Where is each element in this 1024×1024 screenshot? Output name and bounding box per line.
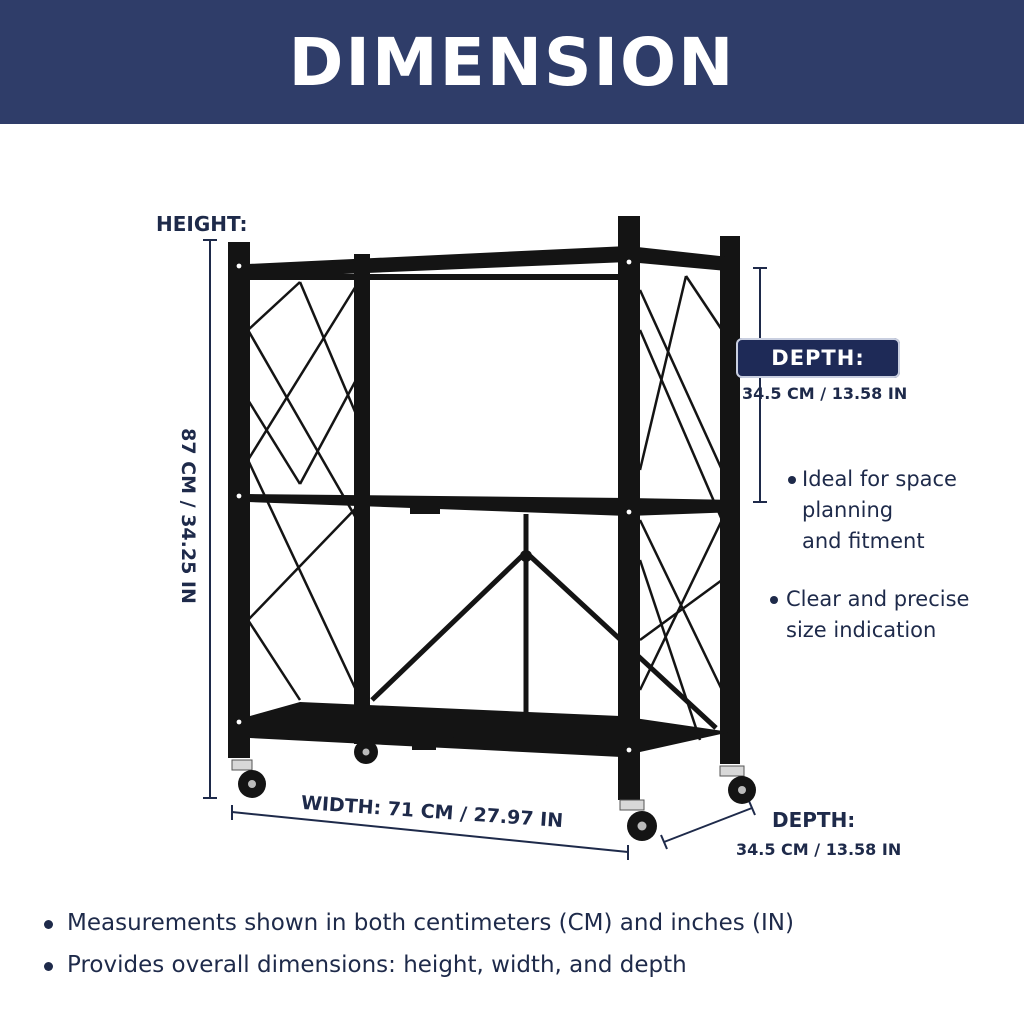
caster-wheels bbox=[231, 740, 756, 841]
bullet-line: and fitment bbox=[802, 529, 925, 553]
bullet-dot bbox=[788, 476, 796, 484]
bullet-dot bbox=[44, 962, 53, 971]
bottom-bullet-list: Measurements shown in both centimeters (… bbox=[40, 906, 1000, 990]
middle-shelf bbox=[248, 494, 738, 516]
height-value: 87 CM / 34.25 IN bbox=[177, 428, 199, 604]
bullet-dot bbox=[770, 596, 778, 604]
side-bullet-space-planning: Ideal for space planning and fitment bbox=[786, 464, 1006, 557]
height-label: HEIGHT: bbox=[156, 212, 248, 236]
bullet-line: Ideal for space bbox=[802, 467, 957, 491]
height-dimension-line bbox=[203, 239, 217, 799]
bullet-text: Provides overall dimensions: height, wid… bbox=[67, 952, 687, 978]
top-shelf bbox=[248, 246, 738, 280]
bullet-line: size indication bbox=[786, 618, 937, 642]
front-posts bbox=[228, 216, 640, 800]
bullet-text: Measurements shown in both centimeters (… bbox=[67, 910, 794, 936]
depth-bottom-label: DEPTH: bbox=[772, 808, 856, 832]
side-bullet-size-indication: Clear and precise size indication bbox=[768, 584, 1008, 646]
depth-badge: DEPTH: bbox=[736, 338, 900, 378]
header-banner: DIMENSION bbox=[0, 0, 1024, 124]
width-dimension-line bbox=[231, 805, 629, 860]
left-side-bracing bbox=[246, 281, 358, 701]
depth-top-label: DEPTH: bbox=[771, 346, 865, 370]
depth-top-value: 34.5 CM / 13.58 IN bbox=[742, 384, 908, 403]
list-item: Measurements shown in both centimeters (… bbox=[40, 906, 1000, 948]
bullet-line: Clear and precise bbox=[786, 587, 970, 611]
depth-top-dimension-line bbox=[753, 267, 767, 503]
post-rivets bbox=[236, 259, 632, 753]
bottom-shelf bbox=[250, 702, 730, 758]
depth-bottom-value: 34.5 CM / 13.58 IN bbox=[736, 840, 902, 859]
page-title: DIMENSION bbox=[288, 23, 736, 101]
list-item: Provides overall dimensions: height, wid… bbox=[40, 948, 1000, 990]
bullet-line: planning bbox=[802, 498, 894, 522]
bullet-dot bbox=[44, 920, 53, 929]
depth-bottom-dimension-line bbox=[660, 800, 756, 850]
right-side-bracing bbox=[638, 275, 724, 741]
